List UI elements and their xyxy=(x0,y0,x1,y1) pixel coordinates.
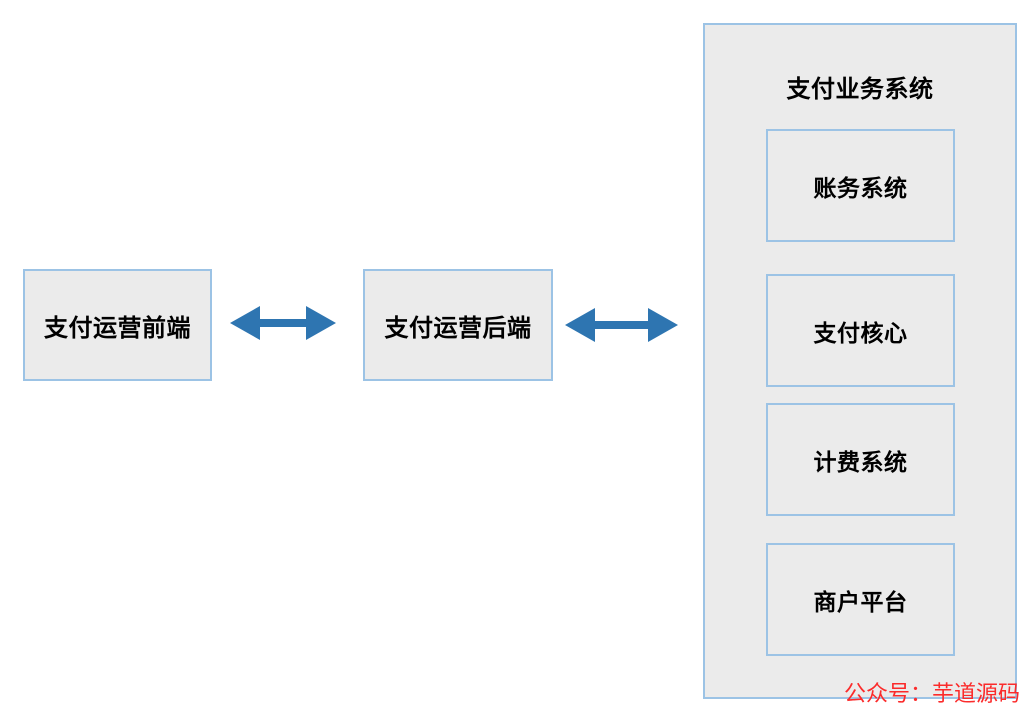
container-title: 支付业务系统 xyxy=(786,76,934,103)
node-merchant-platform-label: 商户平台 xyxy=(813,588,908,615)
arrow-shaft xyxy=(255,319,311,327)
arrowhead-right-icon xyxy=(306,306,336,340)
double-arrow-icon xyxy=(565,308,678,342)
node-billing-system-label: 计费系统 xyxy=(813,448,908,475)
node-accounting-system: 账务系统 xyxy=(766,129,955,242)
node-payment-ops-frontend-label: 支付运营前端 xyxy=(44,314,191,342)
arrowhead-right-icon xyxy=(648,308,678,342)
node-payment-core: 支付核心 xyxy=(766,274,955,387)
node-payment-ops-backend: 支付运营后端 xyxy=(363,269,553,381)
node-payment-ops-frontend: 支付运营前端 xyxy=(23,269,212,381)
double-arrow-icon xyxy=(230,306,336,340)
node-accounting-system-label: 账务系统 xyxy=(813,174,908,201)
node-payment-ops-backend-label: 支付运营后端 xyxy=(384,314,532,342)
node-billing-system: 计费系统 xyxy=(766,403,955,516)
watermark-text: 公众号：芋道源码 xyxy=(843,681,1020,706)
arrow-shaft xyxy=(590,321,653,329)
node-payment-core-label: 支付核心 xyxy=(813,319,908,346)
container-payment-business-system: 支付业务系统 账务系统 支付核心 计费系统 商户平台 xyxy=(703,23,1017,699)
node-merchant-platform: 商户平台 xyxy=(766,543,955,656)
